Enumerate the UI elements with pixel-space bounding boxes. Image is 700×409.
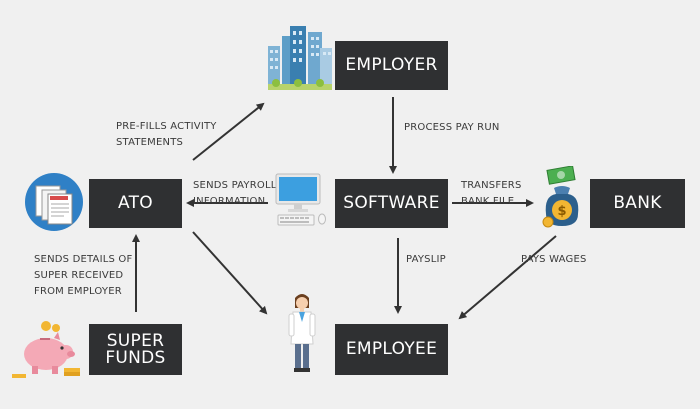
sends-details-line3: FROM EMPLOYER: [34, 286, 122, 297]
payslip-label: PAYSLIP: [406, 254, 446, 265]
transfers-bank-file-label: TRANSFERS BANK FILE: [461, 178, 522, 210]
transfers-line2: BANK FILE: [461, 196, 515, 207]
sends-details-line1: SENDS DETAILS OF: [34, 254, 133, 265]
prefills-line2: STATEMENTS: [116, 137, 184, 148]
sends-details-line2: SUPER RECEIVED: [34, 270, 124, 281]
process-pay-run-label: PROCESS PAY RUN: [404, 122, 500, 133]
sends-payroll-label: SENDS PAYROLL INFORMATION: [193, 178, 277, 210]
pays-wages-label: PAYS WAGES: [521, 254, 587, 265]
arrow-bank-to-employee: [458, 235, 557, 320]
employer-label: EMPLOYER: [345, 55, 438, 75]
super-funds-node: SUPER FUNDS: [89, 324, 182, 375]
svg-text:$: $: [557, 204, 566, 219]
software-label: SOFTWARE: [343, 193, 440, 213]
transfers-line1: TRANSFERS: [461, 180, 522, 191]
prefills-label: PRE-FILLS ACTIVITY STATEMENTS: [116, 119, 217, 151]
arrow-ato-to-employer: [192, 102, 265, 161]
sends-payroll-line2: INFORMATION: [193, 196, 266, 207]
bank-label: BANK: [613, 193, 662, 213]
money-bag-icon: $: [542, 166, 579, 228]
computer-icon: [275, 173, 326, 226]
employee-person-icon: [288, 294, 316, 372]
employer-node: EMPLOYER: [335, 41, 448, 90]
bank-node: BANK: [590, 179, 685, 228]
buildings-icon: [268, 26, 332, 90]
arrow-ato-to-employee: [192, 231, 268, 315]
ato-label: ATO: [118, 193, 153, 213]
employee-label: EMPLOYEE: [345, 339, 438, 359]
piggy-bank-icon: [12, 321, 80, 378]
employee-node: EMPLOYEE: [335, 324, 448, 375]
sends-payroll-line1: SENDS PAYROLL: [193, 180, 277, 191]
sends-details-label: SENDS DETAILS OF SUPER RECEIVED FROM EMP…: [34, 252, 132, 300]
super-funds-label-line2: FUNDS: [105, 347, 166, 368]
software-node: SOFTWARE: [335, 179, 448, 228]
ato-node: ATO: [89, 179, 182, 228]
super-funds-label-line1: SUPER: [106, 330, 165, 351]
prefills-line1: PRE-FILLS ACTIVITY: [116, 121, 217, 132]
documents-icon: [25, 173, 83, 231]
